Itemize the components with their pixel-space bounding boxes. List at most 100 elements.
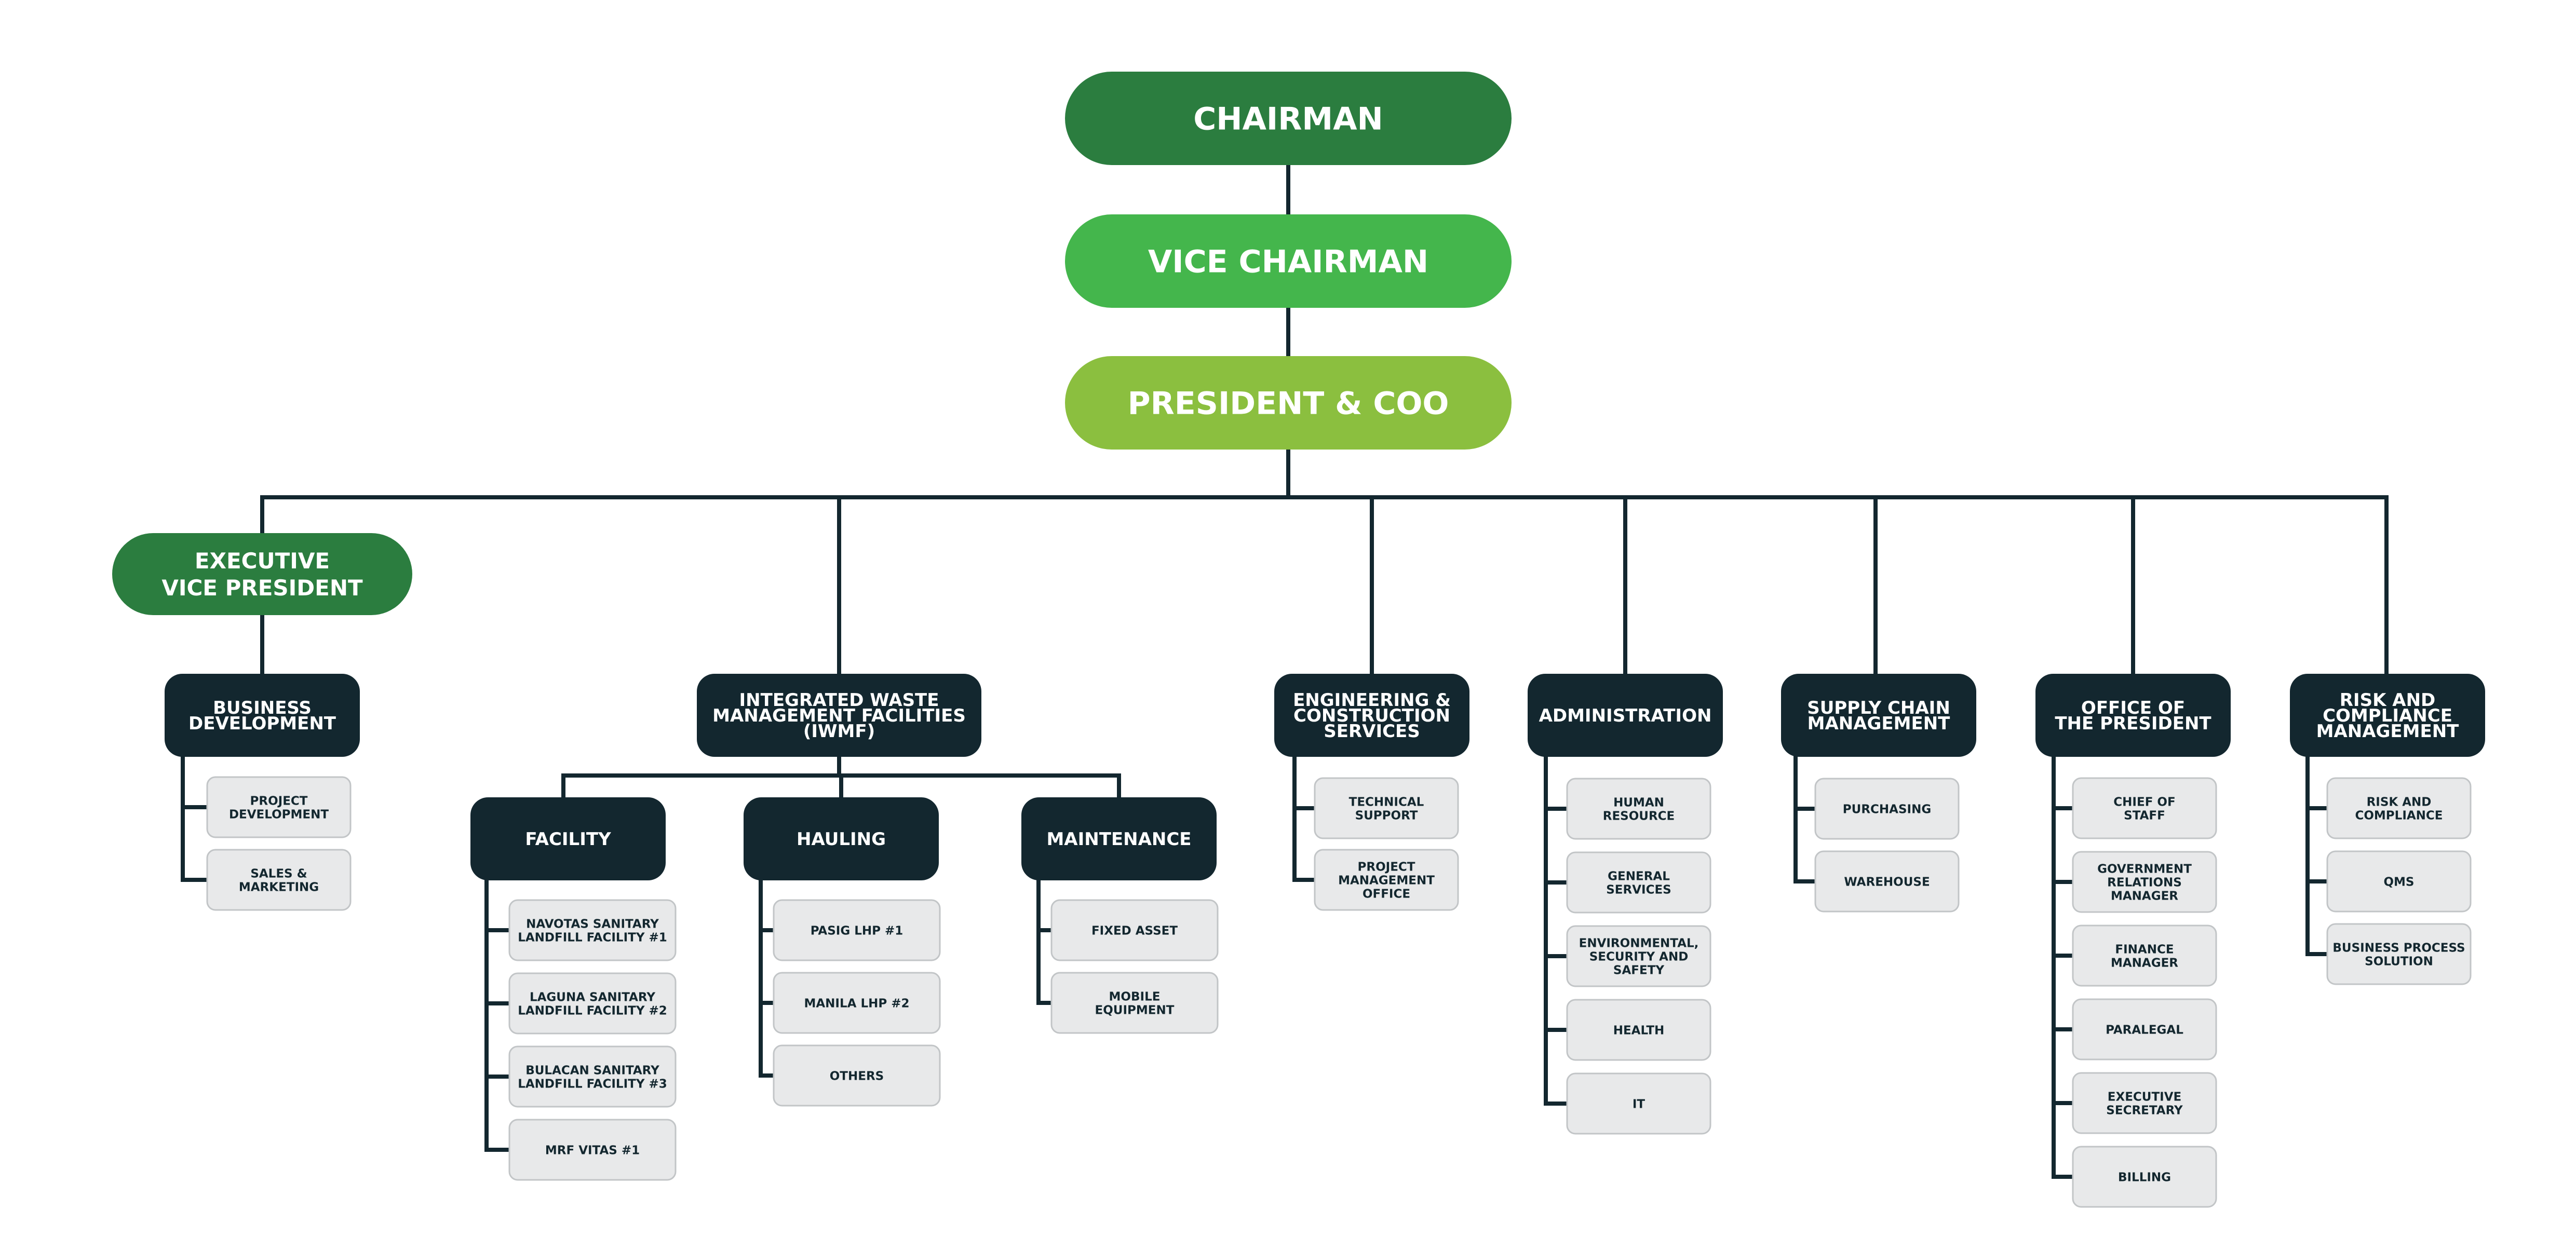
- dept-supply-chain-label-line: MANAGEMENT: [1808, 713, 1951, 734]
- maintenance-item-box: [1050, 899, 1219, 961]
- node-president: PRESIDENT & COO: [1065, 356, 1512, 450]
- maintenance-item-label-line: EQUIPMENT: [1095, 1003, 1175, 1017]
- office-of-the-president-item-label-line: RELATIONS: [2107, 876, 2182, 889]
- risk-compliance-item-label-line: RISK AND: [2367, 795, 2432, 809]
- dept-facility-label: FACILITY: [525, 829, 611, 850]
- engineering-item-label-line: MANAGEMENT: [1338, 874, 1435, 887]
- administration-item-label-line: SERVICES: [1606, 883, 1671, 896]
- dept-facility-label-line: FACILITY: [525, 829, 611, 850]
- facility-item-label: MRF VITAS #1: [545, 1144, 640, 1157]
- supply-chain-item: WAREHOUSE: [1814, 850, 1960, 913]
- office-of-the-president-item-label-line: SECRETARY: [2106, 1104, 2183, 1117]
- supply-chain-item-box: [1814, 850, 1960, 913]
- dept-engineering-construction-box: [1274, 674, 1469, 757]
- office-of-the-president-item-label-line: GOVERNMENT: [2097, 862, 2192, 876]
- facility-item-label-line: LAGUNA SANITARY: [530, 990, 655, 1004]
- node-president-label: PRESIDENT & COO: [1128, 386, 1449, 422]
- hauling-item-box: [773, 899, 941, 961]
- risk-compliance-item: QMS: [2326, 850, 2472, 913]
- office-of-the-president-item-box: [2072, 777, 2217, 839]
- node-executive-vice-president-box: [112, 533, 412, 615]
- dept-maintenance-label: MAINTENANCE: [1046, 829, 1191, 850]
- node-chairman: CHAIRMAN: [1065, 72, 1512, 165]
- maintenance-item-label-line: FIXED ASSET: [1091, 924, 1178, 937]
- office-of-the-president-item-label-line: STAFF: [2124, 809, 2165, 822]
- office-of-the-president-item-label-line: FINANCE: [2115, 943, 2174, 956]
- maintenance-item: FIXED ASSET: [1050, 899, 1219, 961]
- dept-engineering-construction-label-line: ENGINEERING &: [1293, 690, 1451, 711]
- node-vice-chairman: VICE CHAIRMAN: [1065, 214, 1512, 308]
- engineering-item-label-line: SUPPORT: [1355, 809, 1418, 822]
- office-of-the-president-item-label-line: MANAGER: [2111, 956, 2178, 970]
- administration-item: IT: [1566, 1072, 1711, 1135]
- engineering-item-box: [1314, 777, 1459, 839]
- administration-item-label-line: HUMAN: [1613, 796, 1664, 809]
- engineering-item-box: [1314, 849, 1459, 911]
- supply-chain-item-box: [1814, 778, 1960, 840]
- administration-item-box: [1566, 999, 1711, 1061]
- facility-item-box: [508, 1045, 677, 1108]
- facility-item-label-line: LANDFILL FACILITY #3: [518, 1077, 667, 1091]
- office-of-the-president-item: PARALEGAL: [2072, 998, 2217, 1060]
- risk-compliance-item-label-line: QMS: [2383, 875, 2414, 889]
- administration-item-label-line: RESOURCE: [1603, 809, 1675, 823]
- business-development-item-label-line: PROJECT: [250, 794, 308, 808]
- facility-item-label-line: LANDFILL FACILITY #1: [518, 931, 667, 944]
- dept-facility-box: [470, 797, 666, 880]
- administration-item-label-line: IT: [1633, 1097, 1646, 1111]
- office-of-the-president-item-label: PARALEGAL: [2106, 1023, 2183, 1037]
- supply-chain-item-label-line: WAREHOUSE: [1844, 875, 1930, 889]
- node-president-label-line: PRESIDENT & COO: [1128, 386, 1449, 422]
- hauling-item-label: MANILA LHP #2: [804, 997, 909, 1010]
- node-executive-vice-president-label-line: VICE PRESIDENT: [161, 575, 363, 601]
- dept-office-of-the-president-label-line: THE PRESIDENT: [2055, 713, 2211, 734]
- node-vice-chairman-box: [1065, 214, 1512, 308]
- risk-compliance-item-label-line: COMPLIANCE: [2355, 809, 2443, 822]
- hauling-item-label-line: PASIG LHP #1: [811, 924, 903, 937]
- supply-chain-item-label: PURCHASING: [1843, 803, 1931, 816]
- engineering-item-label-line: PROJECT: [1358, 860, 1415, 874]
- office-of-the-president-item-label-line: EXECUTIVE: [2108, 1090, 2181, 1104]
- dept-maintenance-label-line: MAINTENANCE: [1046, 829, 1191, 850]
- dept-administration-label-line: ADMINISTRATION: [1539, 705, 1712, 726]
- hauling-item-label: PASIG LHP #1: [811, 924, 903, 937]
- hauling-item: MANILA LHP #2: [773, 972, 941, 1034]
- node-chairman-label: CHAIRMAN: [1193, 101, 1383, 138]
- engineering-item-label-line: TECHNICAL: [1349, 795, 1424, 809]
- office-of-the-president-item-label-line: BILLING: [2118, 1171, 2171, 1184]
- office-of-the-president-item-label-line: PARALEGAL: [2106, 1023, 2183, 1037]
- facility-item-label-line: BULACAN SANITARY: [525, 1064, 659, 1077]
- administration-item-box: [1566, 851, 1711, 914]
- node-vice-chairman-label: VICE CHAIRMAN: [1148, 244, 1428, 280]
- dept-supply-chain-box: [1781, 674, 1976, 757]
- risk-compliance-item-label-line: SOLUTION: [2365, 955, 2433, 968]
- facility-item-box: [508, 972, 677, 1035]
- office-of-the-president-item-label-line: CHIEF OF: [2113, 795, 2175, 809]
- dept-business-development-label-line: BUSINESS: [213, 698, 312, 718]
- dept-administration-box: [1528, 674, 1723, 757]
